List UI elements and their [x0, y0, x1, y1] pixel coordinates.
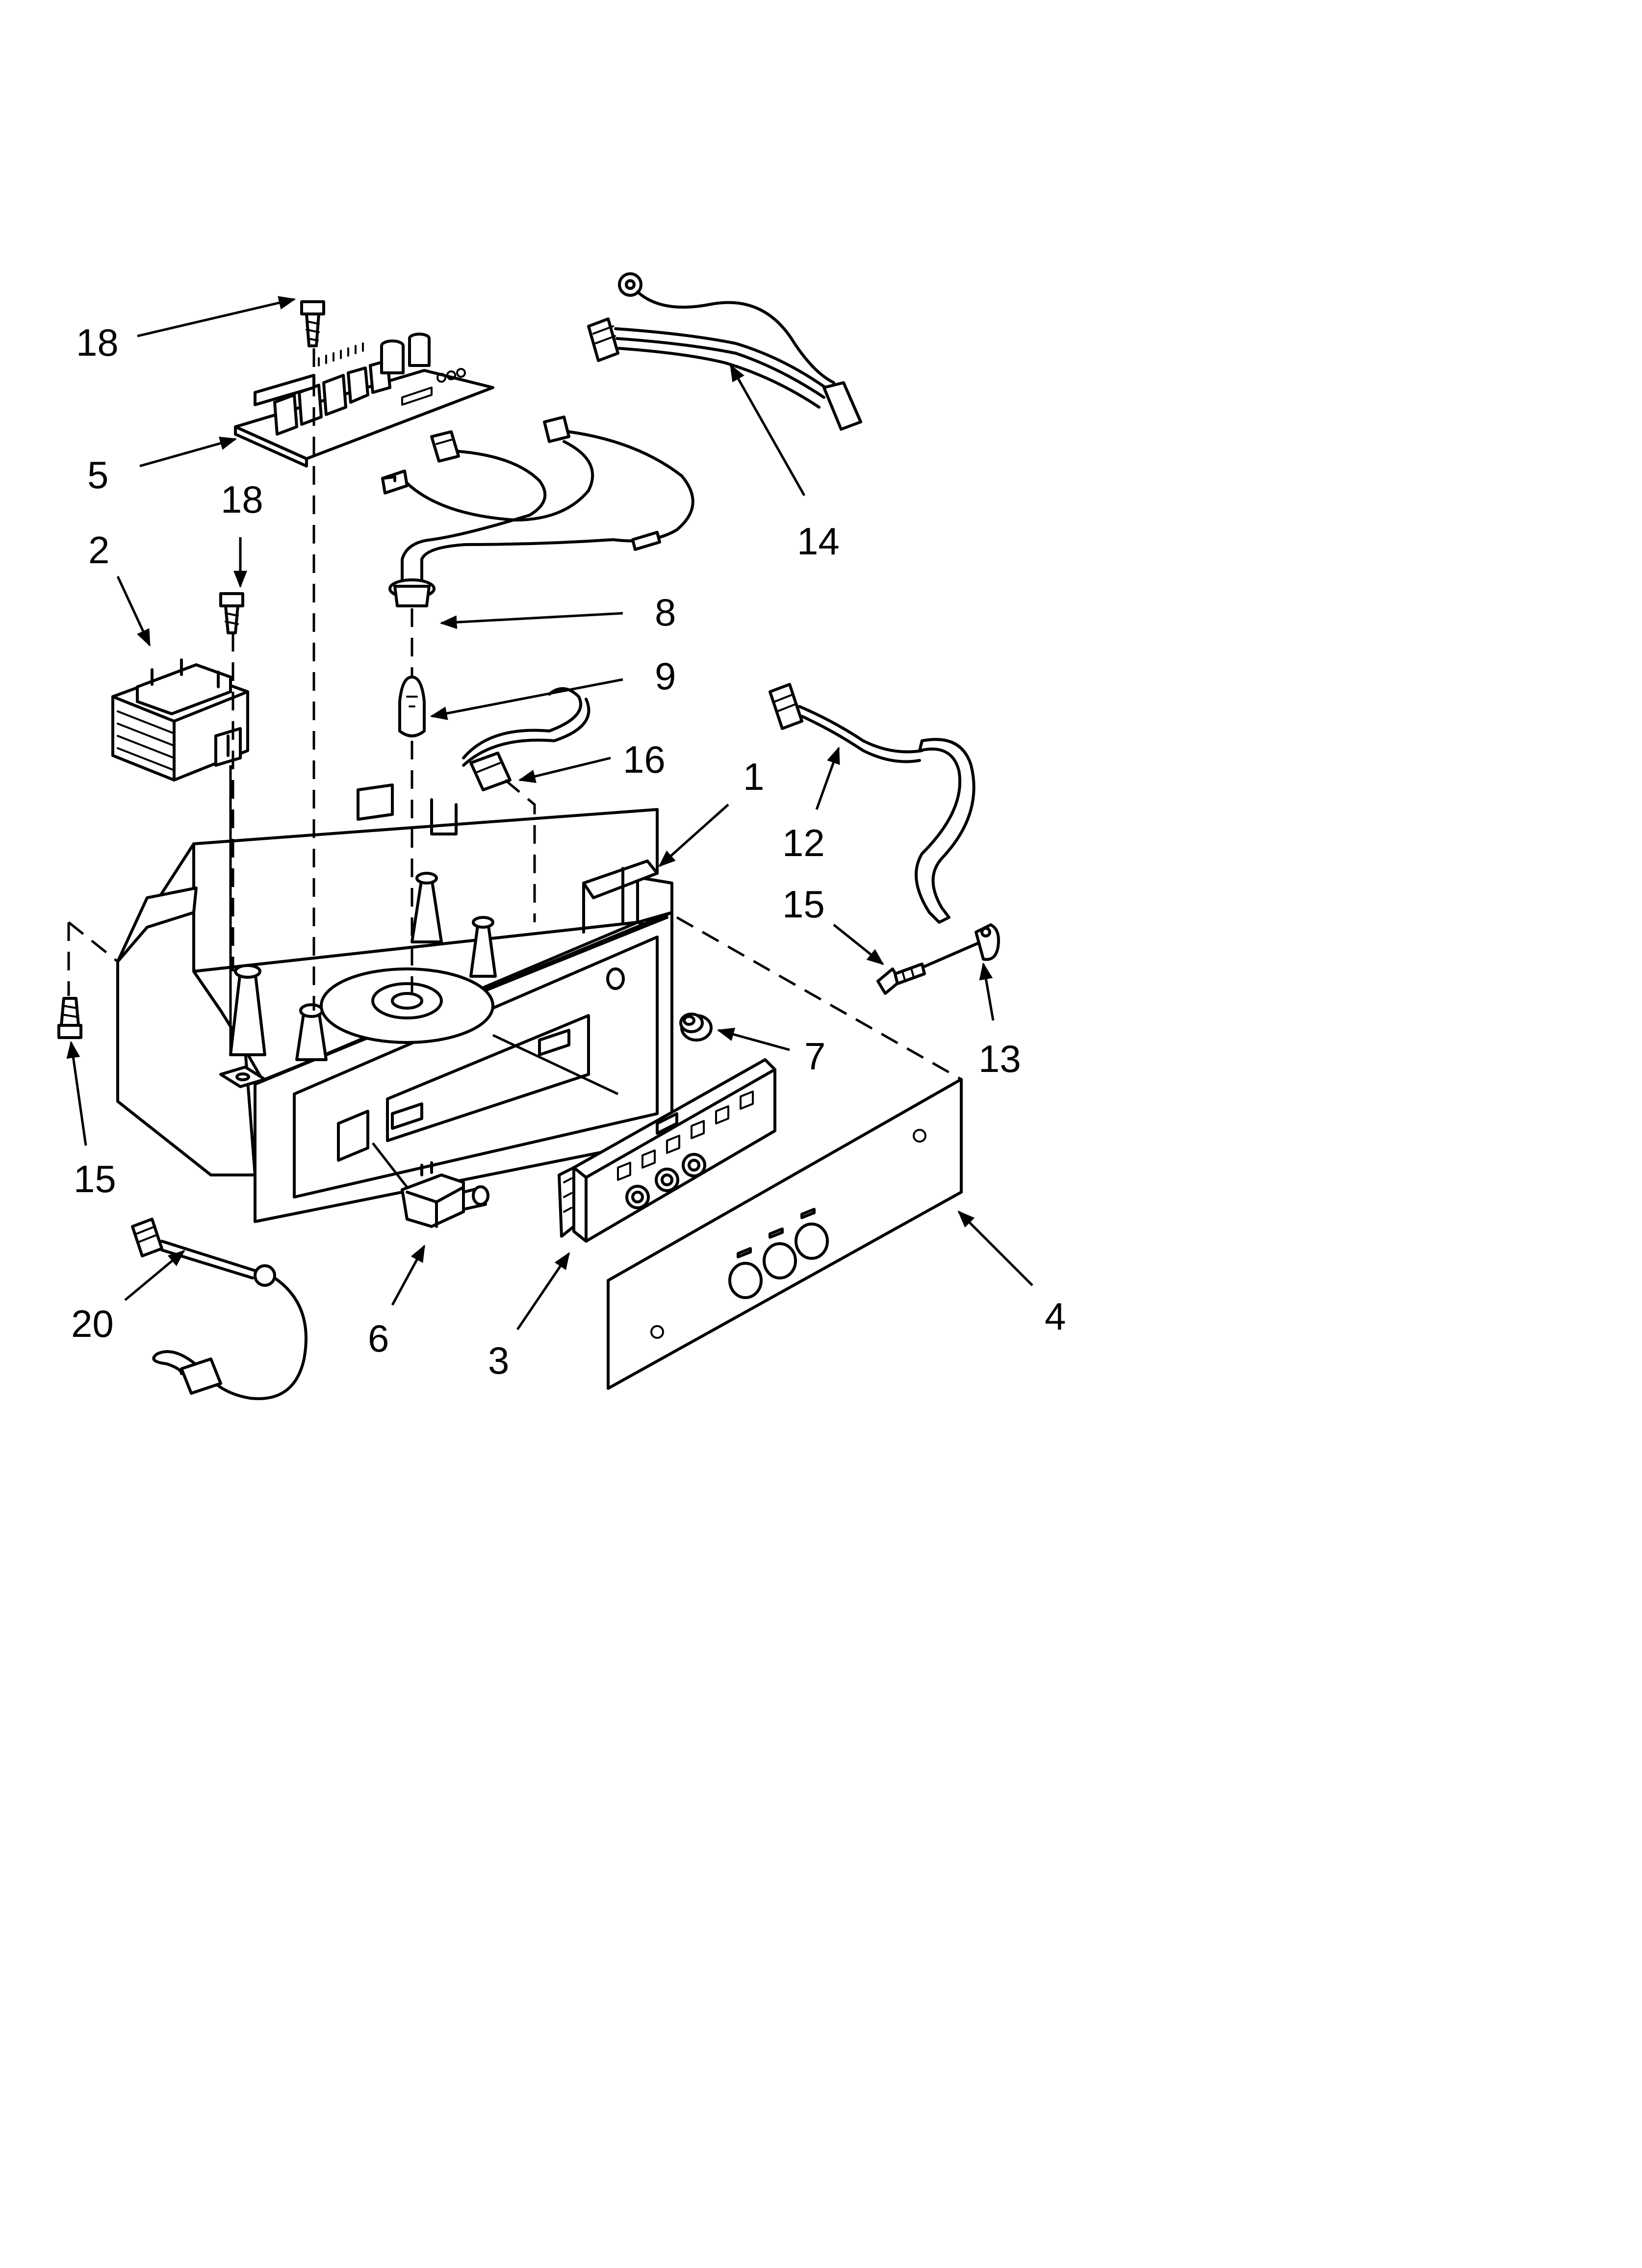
callout-5: 5	[87, 453, 108, 496]
callout-1: 1	[743, 755, 764, 798]
callout-4: 4	[1045, 1295, 1066, 1338]
leader-arrows	[66, 296, 1033, 1330]
callout-7: 7	[804, 1035, 825, 1078]
bracket-3	[558, 1058, 776, 1243]
callout-16: 16	[623, 738, 666, 781]
callout-18-mid: 18	[221, 478, 263, 521]
callout-8: 8	[655, 591, 676, 634]
harness-20	[131, 1218, 308, 1400]
callout-labels: 18 5 18 2 14 8 9 16 1 12 15 13 7 15 20 6…	[71, 321, 1066, 1382]
callout-14: 14	[797, 520, 840, 563]
harness-14	[587, 272, 862, 431]
callout-13: 13	[978, 1037, 1021, 1080]
control-housing	[116, 783, 673, 1223]
callout-2: 2	[88, 528, 109, 572]
switch-6	[401, 1161, 489, 1228]
callout-15-left: 15	[74, 1157, 116, 1200]
transformer	[111, 658, 249, 782]
plug-7	[679, 1013, 713, 1042]
harness-16	[462, 687, 590, 791]
clip-13	[923, 923, 1000, 968]
callout-18-top: 18	[76, 321, 119, 364]
callout-6: 6	[368, 1317, 389, 1360]
bulb-9	[398, 676, 426, 737]
alignment-lines	[67, 348, 962, 1188]
callout-12: 12	[782, 821, 825, 864]
control-board	[234, 333, 494, 468]
screw-18-mid	[219, 592, 244, 634]
callout-3: 3	[488, 1339, 509, 1382]
faceplate-4	[607, 1078, 963, 1390]
harness-12	[769, 683, 975, 924]
callout-20: 20	[71, 1302, 114, 1345]
callout-15-right: 15	[782, 883, 825, 926]
screw-15-right	[876, 963, 926, 995]
harness-8	[381, 416, 694, 607]
screw-18-top	[300, 300, 325, 347]
callout-9: 9	[655, 654, 676, 698]
screw-15-left	[57, 997, 82, 1039]
